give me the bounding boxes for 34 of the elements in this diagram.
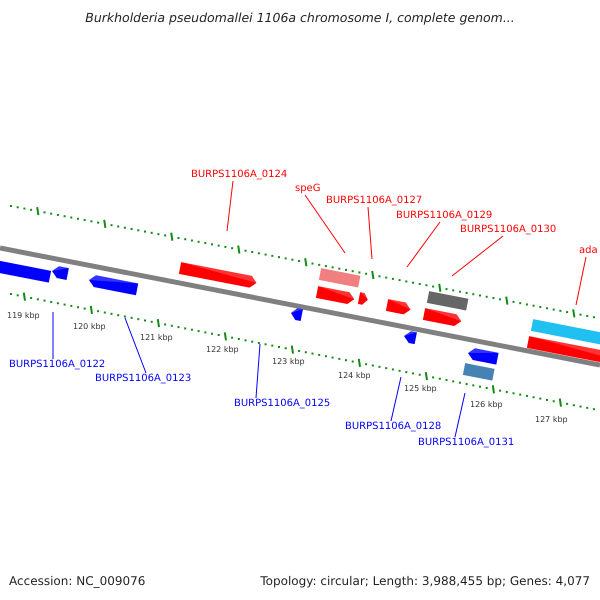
gene-label: BURPS1106A_0122 (9, 359, 106, 371)
scale-label: 124 kbp (338, 371, 371, 380)
scale-label: 122 kbp (206, 345, 239, 354)
gene-label: BURPS1106A_0130 (460, 224, 556, 236)
gene-label: BURPS1106A_0127 (326, 195, 422, 207)
gene-label: BURPS1106A_0131 (418, 437, 514, 449)
scale-label: 127 kbp (535, 415, 568, 424)
gene-label: ada (579, 245, 598, 257)
footer-text: Accession: NC_009076 (9, 574, 146, 588)
scale-label: 125 kbp (404, 384, 437, 393)
leader-line (390, 376, 402, 422)
leader-line (52, 312, 54, 360)
gene-label: BURPS1106A_0123 (95, 373, 192, 385)
scale-label: 121 kbp (140, 333, 173, 342)
gene-label: BURPS1106A_0125 (234, 398, 330, 410)
leader-line (256, 344, 260, 398)
gene-label: BURPS1106A_0124 (191, 169, 288, 181)
leader-line (452, 236, 504, 276)
leader-line (576, 256, 586, 306)
leader-line (406, 222, 440, 268)
gene-label: BURPS1106A_0129 (396, 210, 492, 222)
title: Burkholderia pseudomallei 1106a chromosome I, complete genom... (84, 10, 516, 25)
leader-line (454, 392, 466, 438)
scale-label: 120 kbp (73, 322, 106, 331)
leader-line (304, 194, 346, 254)
leader-line (368, 206, 372, 260)
gene-label: BURPS1106A_0128 (345, 421, 442, 433)
scale-label: 126 kbp (470, 400, 503, 409)
leader-line (226, 180, 234, 232)
scale-label: 119 kbp (7, 311, 40, 320)
scale-label: 123 kbp (272, 357, 305, 366)
gene-label: speG (295, 183, 320, 195)
footer-text: Topology: circular; Length: 3,988,455 bp; Genes: 4,077 (260, 574, 590, 588)
leader-line (124, 318, 146, 374)
